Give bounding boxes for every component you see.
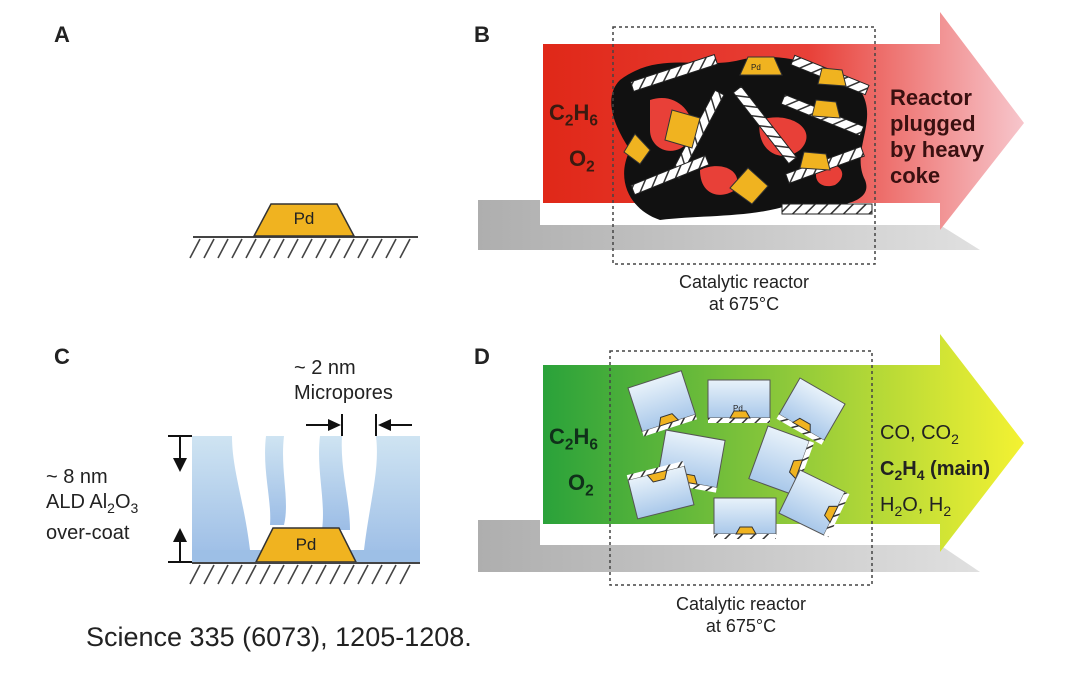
- pore-size-label: ~ 2 nm: [294, 357, 356, 379]
- panel-label-a: A: [54, 22, 70, 47]
- inlet-o2-d: O2: [568, 470, 594, 500]
- panel-label-c: C: [54, 344, 70, 369]
- overcoated-catalyst-icon: [626, 370, 850, 539]
- coked-catalyst-icon: [611, 54, 873, 220]
- reactor-label-d: Catalytic reactor at 675°C: [675, 594, 807, 636]
- micropores-label: Micropores: [294, 382, 393, 404]
- inlet-o2-b: O2: [569, 146, 595, 176]
- outlet-text-b: Reactor plugged by heavy coke: [890, 85, 985, 188]
- inlet-c2h6-b: C2H6: [549, 100, 598, 130]
- thickness-label: ~ 8 nm: [46, 466, 108, 488]
- pd-label-c: Pd: [295, 535, 317, 554]
- outlet-text-d: CO, CO2 C2H4 (main) H2O, H2: [880, 418, 990, 526]
- pd-particle-icon: [252, 203, 356, 237]
- reactor-box-d: [609, 350, 873, 586]
- reactor-label-b: Catalytic reactor at 675°C: [678, 272, 810, 314]
- reactor-box-b: [612, 26, 876, 265]
- overcoat-label: over-coat: [46, 522, 130, 544]
- pd-label-a: Pd: [293, 209, 315, 228]
- pd-label-d: Pd: [733, 404, 743, 413]
- thickness-arrows: [168, 435, 192, 563]
- citation-text: Science 335 (6073), 1205-1208.: [86, 622, 472, 652]
- outlet-co-line: CO, CO2: [880, 422, 959, 447]
- panel-a-support: [189, 236, 418, 259]
- panel-label-d: D: [474, 344, 490, 369]
- overcoat-layer: [192, 436, 420, 562]
- coat-label: ALD Al2O3: [46, 491, 139, 516]
- pore-size-arrows: [306, 414, 412, 436]
- pd-label-b: Pd: [751, 63, 761, 72]
- outlet-c2h4-line: C2H4 (main): [880, 458, 991, 483]
- inlet-c2h6-d: C2H6: [549, 424, 598, 454]
- panel-label-b: B: [474, 22, 490, 47]
- hatched-support-icon: [189, 562, 420, 585]
- outlet-h2o-line: H2O, H2: [880, 494, 952, 519]
